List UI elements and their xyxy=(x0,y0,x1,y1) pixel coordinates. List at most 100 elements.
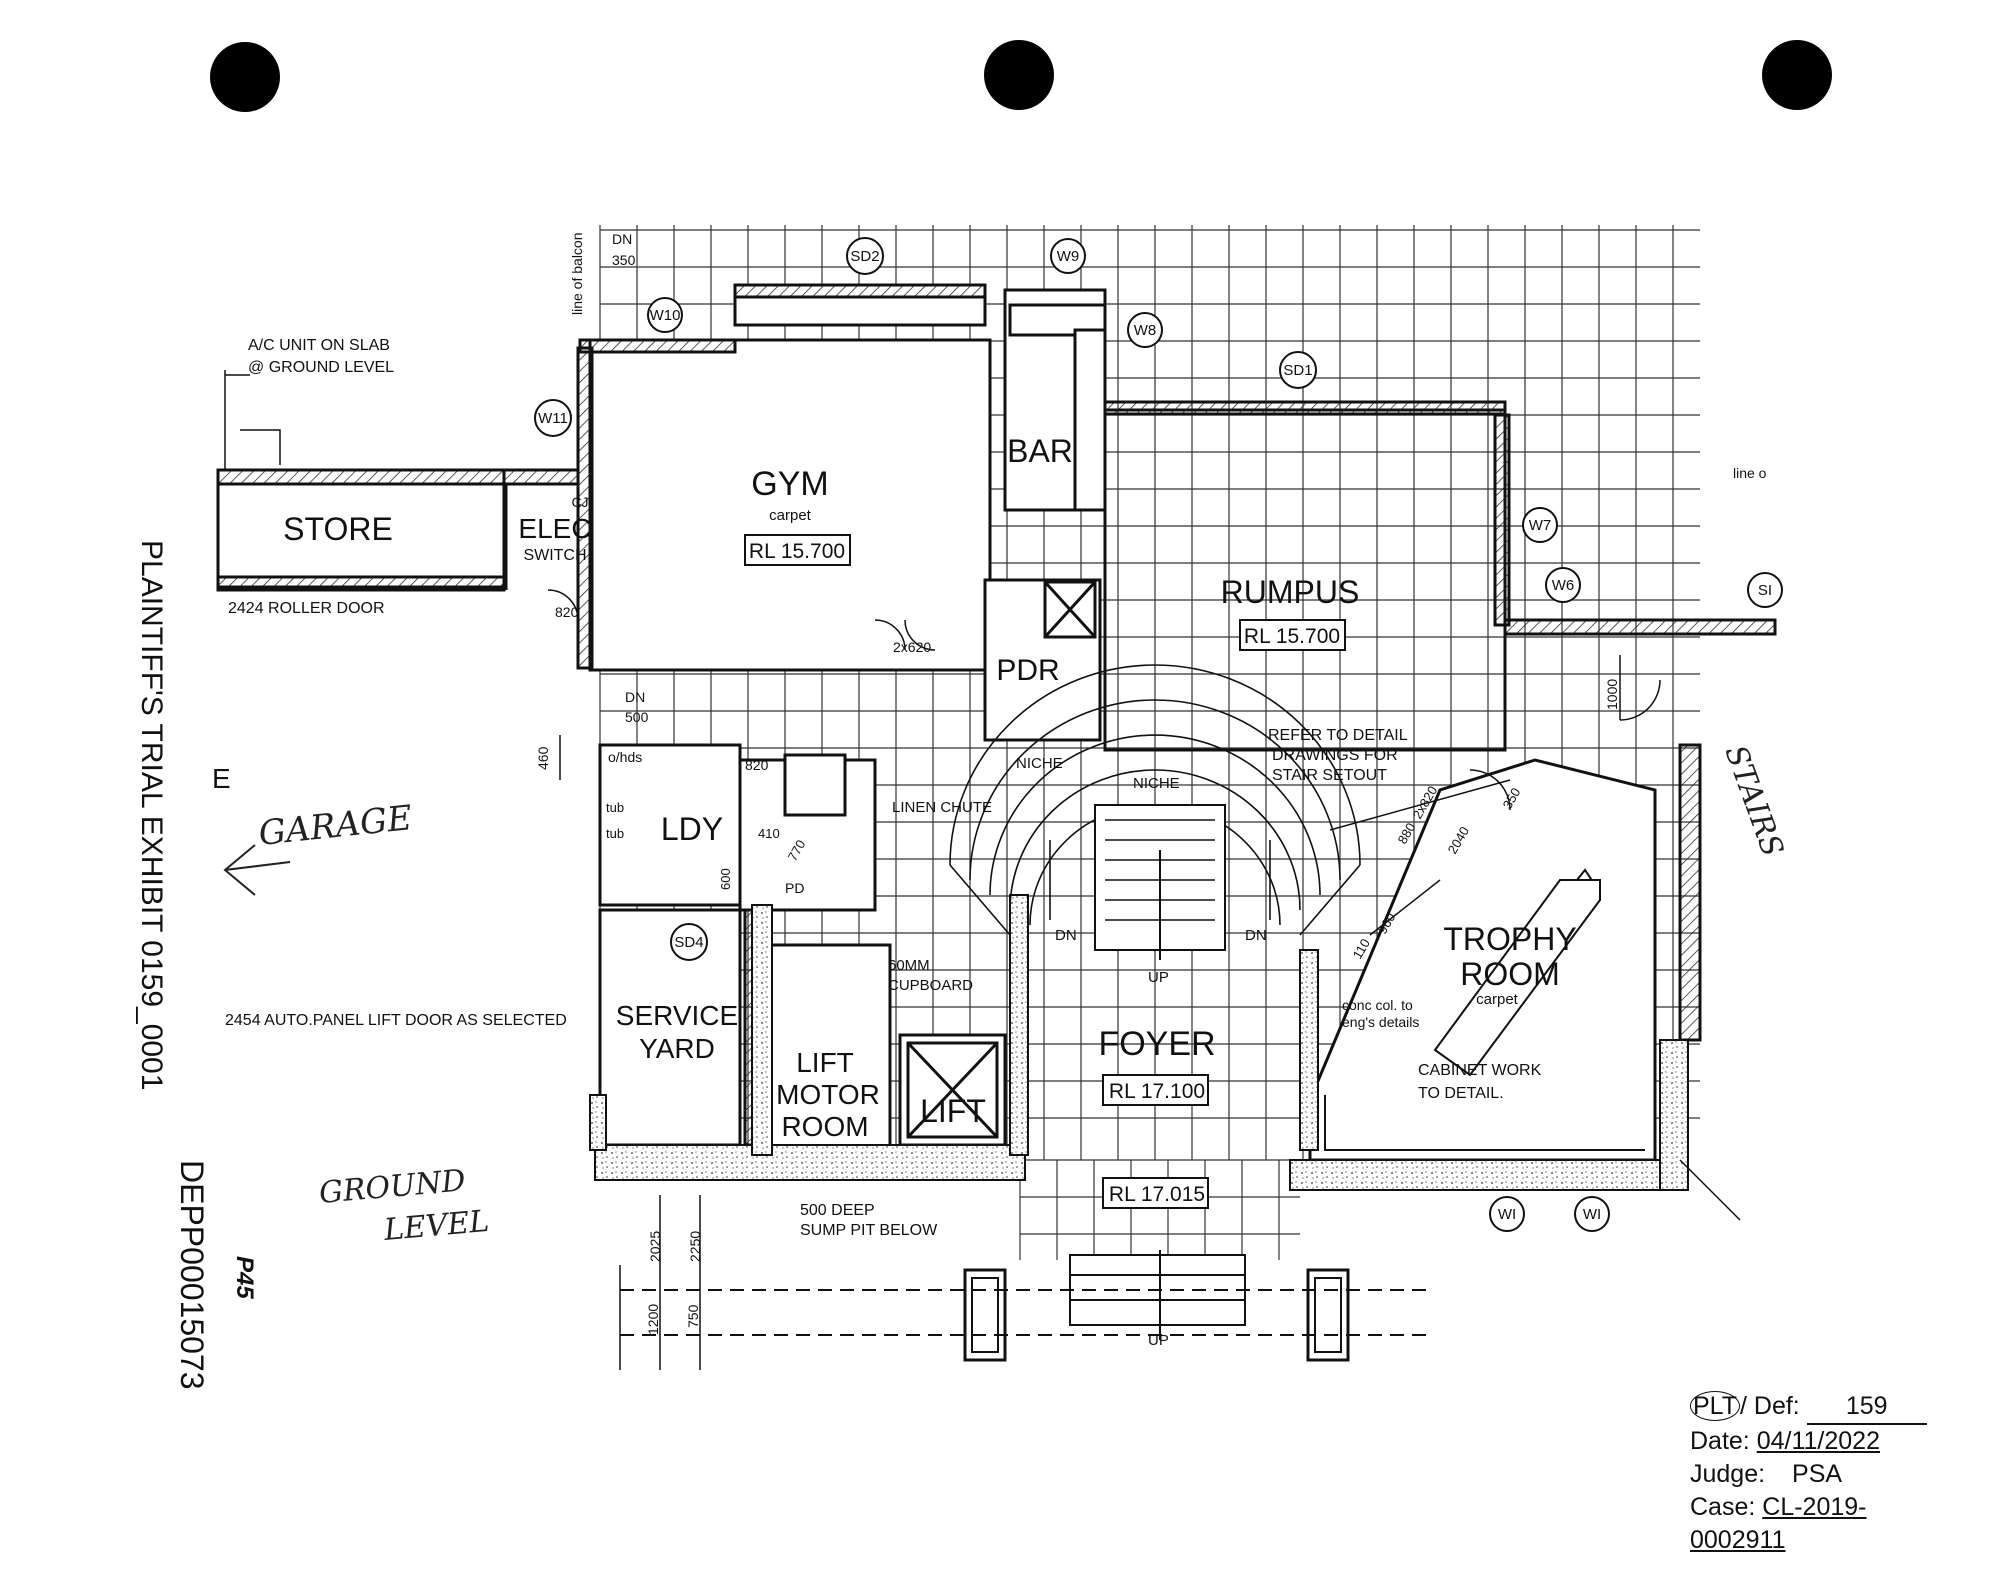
note-stair-3: STAIR SETOUT xyxy=(1272,767,1387,784)
tag-w10-label: W10 xyxy=(650,307,681,324)
tag-w9 xyxy=(1050,238,1086,274)
room-service-yard-2: YARD xyxy=(639,1033,715,1064)
room-labels: GYM carpet RL 15.700 BAR RUMPUS RL 15.70… xyxy=(283,433,1577,1206)
room-service-yard-1: SERVICE xyxy=(616,1000,738,1031)
tag-w7 xyxy=(1522,507,1558,543)
note-up-stair: UP xyxy=(1148,969,1169,986)
room-porch-rl: RL 17.015 xyxy=(1109,1183,1205,1206)
note-cupboard-2: CUPBOARD xyxy=(888,977,973,994)
note-ac-unit-2: @ GROUND LEVEL xyxy=(248,359,394,376)
level-boxes xyxy=(744,534,1346,1209)
note-stair-1: REFER TO DETAIL xyxy=(1268,727,1408,744)
note-door-820-elec: 820 xyxy=(555,604,579,620)
note-dn-350: 350 xyxy=(612,252,636,268)
concrete-slab xyxy=(589,894,1689,1191)
stamp-date-value: 04/11/2022 xyxy=(1756,1427,1880,1455)
tag-w8-label: W8 xyxy=(1134,322,1157,339)
bates-number: DEPP00015073 xyxy=(174,1160,210,1390)
handwritten-garage: GARAGE xyxy=(257,798,414,854)
stamp-def-value: 159 xyxy=(1806,1390,1927,1425)
stamp-date-row: Date: 04/11/2022 xyxy=(1690,1425,1960,1458)
punch-hole-left xyxy=(210,42,280,112)
curved-staircase xyxy=(949,664,1361,960)
room-pdr: PDR xyxy=(996,654,1059,687)
stamp-case-label: Case: xyxy=(1690,1493,1756,1521)
note-conc-col-1: conc col. to xyxy=(1342,997,1413,1013)
tag-w11-label: W11 xyxy=(538,410,568,427)
tag-wi-2-label: WI xyxy=(1583,1206,1601,1223)
stamp-judge-value: PSA xyxy=(1792,1460,1843,1488)
note-niche-1: NICHE xyxy=(1016,755,1063,772)
note-stair-2: DRAWINGS FOR xyxy=(1272,747,1398,764)
tag-sd1-label: SD1 xyxy=(1283,362,1312,379)
note-sump-2: SUMP PIT BELOW xyxy=(800,1222,938,1239)
room-gym: GYM xyxy=(751,465,828,503)
room-lift: LIFT xyxy=(920,1093,986,1129)
stamp-case-value: CL-2019-0002911 xyxy=(1690,1493,1867,1554)
note-dim-410: 410 xyxy=(758,826,780,841)
room-trophy-finish: carpet xyxy=(1476,991,1519,1008)
stamp-def-row: PLT/ Def: 159 xyxy=(1690,1390,1960,1425)
note-dim-600: 600 xyxy=(718,868,733,890)
tag-circles xyxy=(534,237,1783,1232)
room-ldy: LDY xyxy=(661,811,723,847)
note-dn-ldy: DN xyxy=(625,689,645,705)
tag-w11 xyxy=(534,399,572,437)
note-dn-500: 500 xyxy=(625,709,649,725)
front-steps xyxy=(620,1250,1430,1362)
room-trophy-2: ROOM xyxy=(1460,956,1560,992)
note-cupboard-1: 60MM xyxy=(888,957,930,974)
note-sump-1: 500 DEEP xyxy=(800,1202,875,1219)
note-linen-chute: LINEN CHUTE xyxy=(892,799,992,816)
tag-w9-label: W9 xyxy=(1057,248,1080,265)
note-door-2x620: 2x620 xyxy=(893,639,931,655)
room-foyer: FOYER xyxy=(1098,1025,1215,1063)
exhibit-label: PLAINTIFF'S TRIAL EXHIBIT 0159_0001 xyxy=(135,540,168,1091)
note-roller-door: 2424 ROLLER DOOR xyxy=(228,600,385,617)
note-conc-col-2: eng's details xyxy=(1342,1014,1419,1030)
note-pd: PD xyxy=(785,880,804,896)
tag-wi-2 xyxy=(1574,1196,1610,1232)
door-swings xyxy=(547,589,1661,811)
room-lift-motor-3: ROOM xyxy=(781,1111,868,1142)
room-gym-finish: carpet xyxy=(769,507,812,524)
note-up-front: UP xyxy=(1148,1332,1169,1349)
room-foyer-rl: RL 17.100 xyxy=(1109,1080,1205,1103)
tag-w6-label: W6 xyxy=(1552,577,1575,594)
stamp-def-label: / Def: xyxy=(1740,1392,1800,1420)
note-dn-top: DN xyxy=(612,231,632,247)
tag-sd4-label: SD4 xyxy=(674,934,703,951)
handwritten-stairs: STAIRS xyxy=(1717,741,1789,862)
room-rumpus-rl: RL 15.700 xyxy=(1244,625,1340,648)
note-dn-stair-right: DN xyxy=(1245,927,1267,944)
note-cabinet-2: TO DETAIL. xyxy=(1418,1085,1504,1102)
note-dim-750: 750 xyxy=(685,1304,701,1328)
note-ohds: o/hds xyxy=(608,749,642,765)
handwritten-level: LEVEL xyxy=(382,1204,491,1248)
stamp-judge-row: Judge: PSA xyxy=(1690,1458,1960,1491)
note-ac-unit-1: A/C UNIT ON SLAB xyxy=(248,337,390,354)
note-letter-e: E xyxy=(212,763,231,794)
room-elec-sub: SWITCH xyxy=(523,547,586,564)
note-tub-2: tub xyxy=(606,826,624,841)
handwritten-ground: GROUND xyxy=(318,1163,467,1211)
room-lift-motor-1: LIFT xyxy=(796,1047,854,1078)
room-elec: ELEC xyxy=(518,513,591,544)
tag-wi-1 xyxy=(1489,1196,1525,1232)
note-cabinet-1: CABINET WORK xyxy=(1418,1062,1542,1079)
tag-sd4 xyxy=(670,923,708,961)
walls xyxy=(216,283,1777,1162)
stamp-case-row: Case: CL-2019-0002911 xyxy=(1690,1491,1960,1557)
annotations: A/C UNIT ON SLAB @ GROUND LEVEL 2424 ROL… xyxy=(212,231,1767,1349)
note-dn-stair-left: DN xyxy=(1055,927,1077,944)
note-tub-1: tub xyxy=(606,800,624,815)
note-dim-1200: 1200 xyxy=(645,1304,661,1335)
tag-w6 xyxy=(1545,567,1581,603)
note-dim-880: 880 xyxy=(1395,820,1419,846)
room-trophy-1: TROPHY xyxy=(1443,921,1576,957)
note-niche-2: NICHE xyxy=(1133,775,1180,792)
note-auto-door: 2454 AUTO.PANEL LIFT DOOR AS SELECTED xyxy=(225,1012,567,1029)
note-door-820-ldy: 820 xyxy=(745,757,769,773)
note-line-o: line o xyxy=(1733,465,1767,481)
